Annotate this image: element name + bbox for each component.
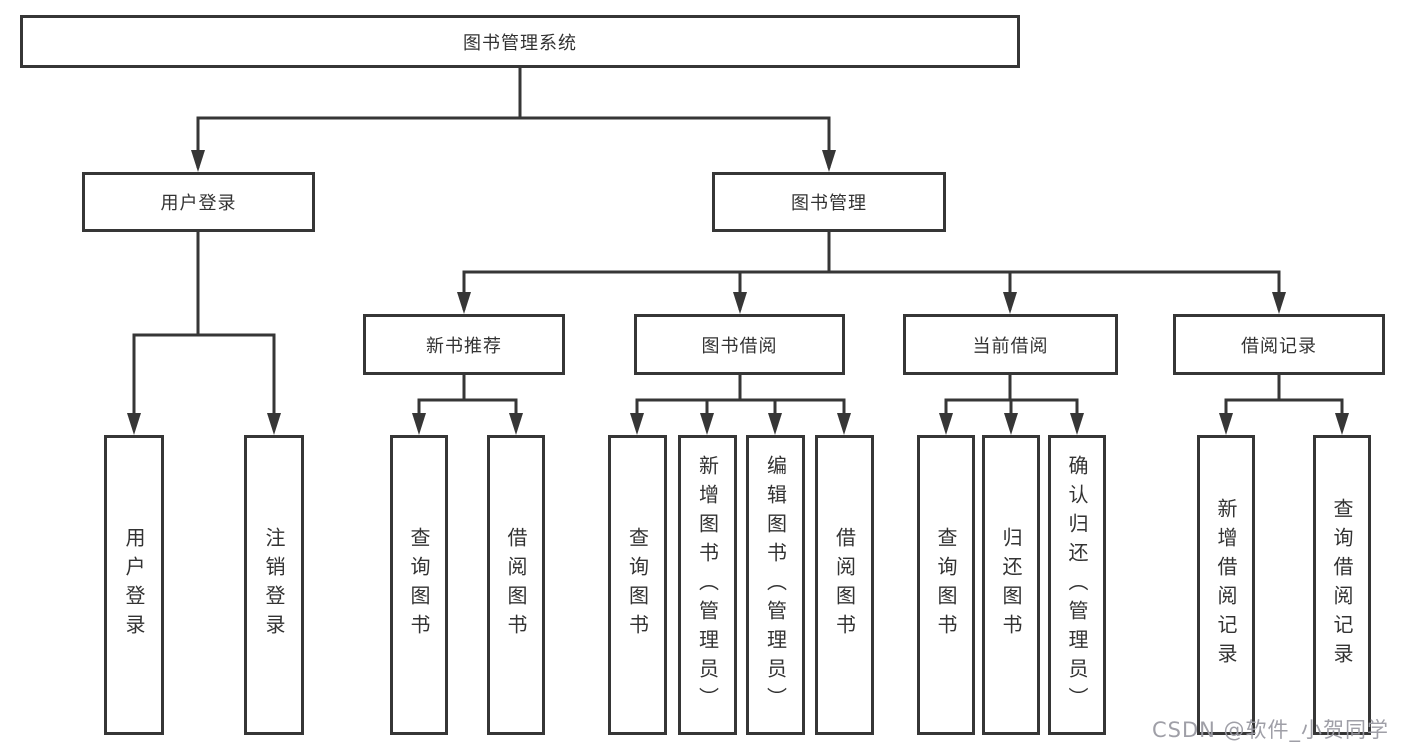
- arrow-new-book-rec: [457, 292, 471, 314]
- connector-root-to-level2: [196, 68, 831, 168]
- arrow-book-borrow: [733, 292, 747, 314]
- node-library-management-system: 图书管理系统: [20, 15, 1020, 68]
- arrow-leaf-edit-book: [768, 413, 782, 435]
- leaf-confirm-return-admin: 确认归还（管理员）: [1048, 435, 1106, 735]
- node-book-borrow: 图书借阅: [634, 314, 845, 375]
- leaf-add-borrow-record: 新增借阅记录: [1197, 435, 1255, 735]
- leaf-logout: 注销登录: [244, 435, 304, 735]
- arrow-leaf-add-borrow-record: [1219, 413, 1233, 435]
- node-book-management: 图书管理: [712, 172, 946, 232]
- arrow-leaf-add-book: [700, 413, 714, 435]
- leaf-user-login: 用户登录: [104, 435, 164, 735]
- connector-bookmgmt-to-level3: [462, 232, 1281, 310]
- arrow-leaf-return-book: [1004, 413, 1018, 435]
- arrow-leaf-query-book-1: [412, 413, 426, 435]
- arrow-leaf-query-book-2: [630, 413, 644, 435]
- connector-borrowrecords-to-leaves: [1224, 375, 1344, 430]
- arrow-borrow-records: [1272, 292, 1286, 314]
- arrow-current-borrow: [1003, 292, 1017, 314]
- leaf-query-book-recommend: 查询图书: [390, 435, 448, 735]
- leaf-edit-book-admin: 编辑图书（管理员）: [746, 435, 805, 735]
- leaf-query-book-borrow: 查询图书: [608, 435, 667, 735]
- node-current-borrow: 当前借阅: [903, 314, 1118, 375]
- arrow-leaf-confirm-return: [1070, 413, 1084, 435]
- leaf-query-book-current: 查询图书: [917, 435, 975, 735]
- arrow-leaf-logout: [267, 413, 281, 435]
- leaf-return-book: 归还图书: [982, 435, 1040, 735]
- leaf-query-borrow-record: 查询借阅记录: [1313, 435, 1371, 735]
- connector-newbookrec-to-leaves: [417, 375, 518, 430]
- arrow-book-mgmt: [822, 150, 836, 172]
- arrow-user-login: [191, 150, 205, 172]
- leaf-borrow-book-borrow: 借阅图书: [815, 435, 874, 735]
- arrow-leaf-borrow-book-1: [509, 413, 523, 435]
- node-borrow-records: 借阅记录: [1173, 314, 1385, 375]
- leaf-add-book-admin: 新增图书（管理员）: [678, 435, 737, 735]
- node-new-book-recommend: 新书推荐: [363, 314, 565, 375]
- arrow-leaf-borrow-book-2: [837, 413, 851, 435]
- csdn-watermark: CSDN @软件_小贺同学: [1152, 718, 1390, 742]
- arrowheads: [127, 150, 1349, 435]
- arrow-leaf-query-book-3: [939, 413, 953, 435]
- connector-bookborrow-to-leaves: [635, 375, 846, 430]
- node-user-login: 用户登录: [82, 172, 315, 232]
- connector-userlogin-to-leaves: [132, 232, 276, 430]
- arrow-leaf-query-borrow-record: [1335, 413, 1349, 435]
- arrow-leaf-user-login: [127, 413, 141, 435]
- leaf-borrow-book-recommend: 借阅图书: [487, 435, 545, 735]
